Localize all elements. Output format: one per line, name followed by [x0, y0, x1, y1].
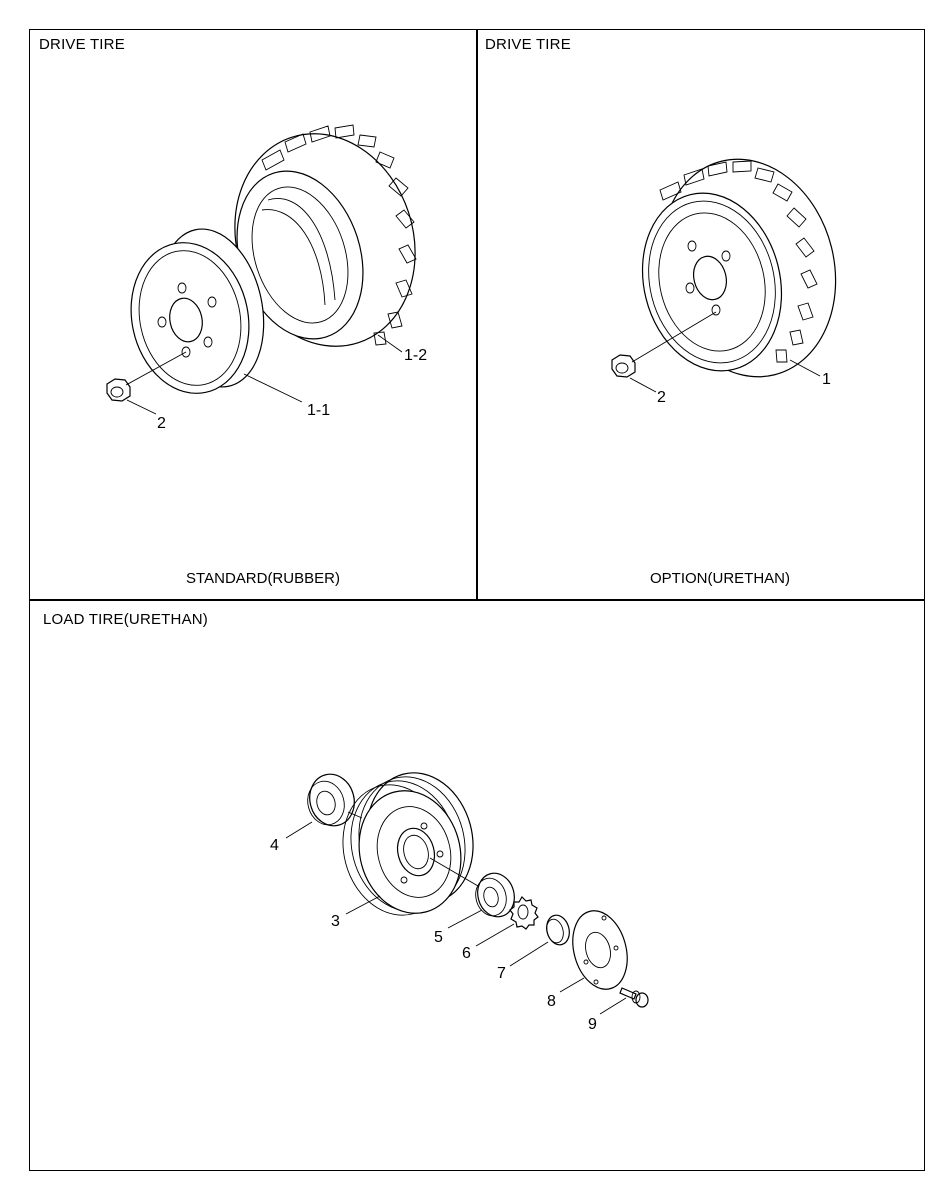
- lock-washer-6: [509, 896, 539, 930]
- callout-5: 5: [434, 929, 443, 946]
- standard-panel-caption: STANDARD(RUBBER): [186, 570, 340, 587]
- option-panel-caption: OPTION(URETHAN): [650, 570, 790, 587]
- spacer-7: [546, 914, 570, 946]
- standard-wheel-rim-1-1: [130, 228, 265, 394]
- option-tire-1: [641, 158, 837, 378]
- load-panel-title: LOAD TIRE(URETHAN): [43, 611, 209, 628]
- callout-1-1: 1-1: [307, 402, 330, 419]
- cover-plate-8: [572, 910, 628, 990]
- option-nut-2: [611, 311, 717, 378]
- bearing-4: [307, 773, 355, 827]
- panel-divider-vertical: [476, 29, 478, 600]
- callout-6: 6: [462, 945, 471, 962]
- callout-1-option: 1: [822, 371, 831, 388]
- standard-nut-2: [106, 351, 187, 402]
- callout-8: 8: [547, 993, 556, 1010]
- standard-panel-title: DRIVE TIRE: [39, 36, 125, 53]
- callout-7: 7: [497, 965, 506, 982]
- callout-1-2: 1-2: [404, 347, 427, 364]
- callout-2-option: 2: [657, 389, 666, 406]
- panel-divider-horizontal: [29, 599, 925, 601]
- callout-2-standard: 2: [157, 415, 166, 432]
- callout-9: 9: [588, 1016, 597, 1033]
- option-panel-title: DRIVE TIRE: [485, 36, 571, 53]
- bolt-9: [619, 987, 649, 1008]
- standard-tire-1-2: [234, 124, 417, 347]
- bearing-5: [475, 872, 515, 918]
- callout-3: 3: [331, 913, 340, 930]
- callout-4: 4: [270, 837, 279, 854]
- load-tire-3: [342, 772, 474, 916]
